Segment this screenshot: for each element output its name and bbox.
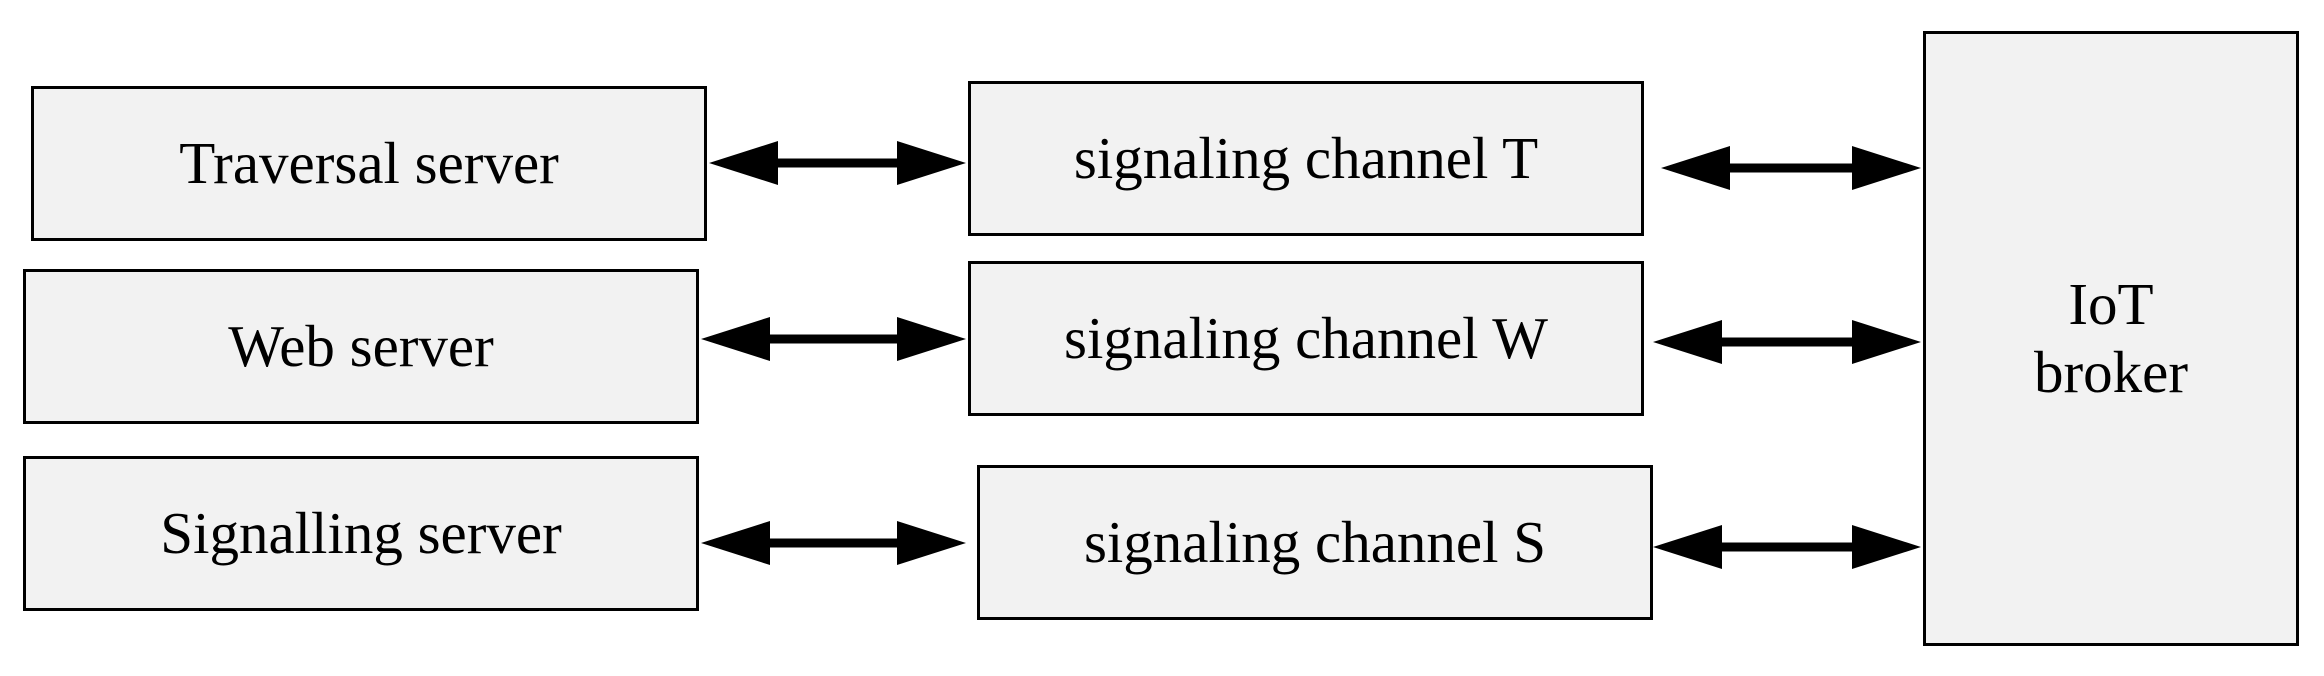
web-server-label: Web server [228,312,494,379]
web-server-box: Web server [23,269,699,424]
channel-s-label: signaling channel S [1083,508,1547,575]
arrow-channel-t-broker [1661,146,1921,190]
traversal-server-box: Traversal server [31,86,707,241]
signalling-server-box: Signalling server [23,456,699,611]
channel-w-label: signaling channel W [1064,304,1548,371]
iot-broker-label: IoT broker [2034,271,2188,407]
iot-broker-label-line2: broker [2034,338,2188,405]
channel-s-box: signaling channel S [977,465,1653,620]
arrow-channel-s-broker [1653,525,1921,569]
iot-broker-box: IoT broker [1923,31,2299,646]
channel-w-box: signaling channel W [968,261,1644,416]
traversal-server-label: Traversal server [179,129,559,196]
signalling-server-label: Signalling server [160,499,562,566]
channel-t-box: signaling channel T [968,81,1644,236]
arrow-signalling-channel-s [701,521,966,565]
iot-broker-label-line1: IoT [2068,270,2154,337]
channel-t-label: signaling channel T [1073,124,1539,191]
arrow-web-channel-w [701,317,966,361]
arrow-channel-w-broker [1653,320,1921,364]
arrow-traversal-channel-t [709,141,966,185]
